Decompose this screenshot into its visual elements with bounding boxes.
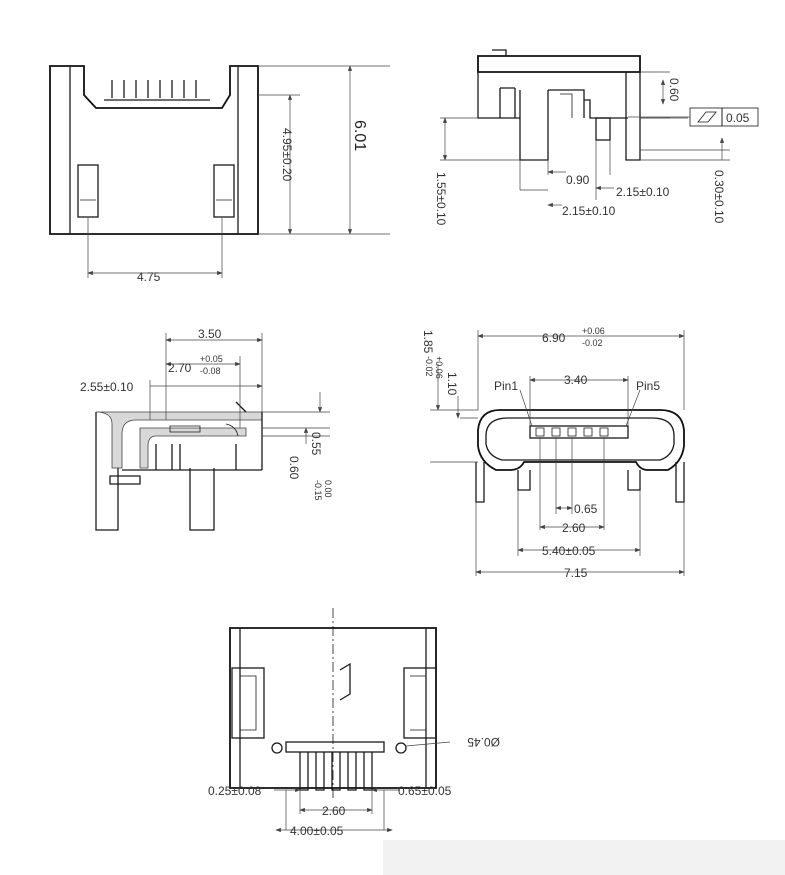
section-depth-label: 2.55±0.10 [80,380,134,394]
bottom-left-offset-label: 0.25±0.08 [208,784,262,798]
front-pin-span-label: 3.40 [564,373,588,387]
top-pin-height-label: 4.95±0.20 [280,128,294,182]
side-leg-depth-label: 1.55±0.10 [434,172,448,226]
side-tab-height-label: 0.60 [667,78,681,102]
front-width-tol-dn: -0.02 [582,338,603,348]
bottom-hole-label: Ø0.45 [467,735,500,749]
side-thickness-label: 0.30±0.10 [712,170,726,224]
front-span-540-label: 5.40±0.05 [542,544,596,558]
top-view [49,65,390,278]
section-view [95,333,330,531]
section-h2-label: 0.60 [287,456,301,480]
bottom-span-400-label: 4.00±0.05 [290,824,344,838]
bottom-span-260-label: 2.60 [322,804,346,818]
front-view [430,330,685,576]
side-view [440,49,759,208]
section-h1-tol-dn: -0.15 [313,480,323,501]
front-height-tol-dn: -0.02 [424,356,434,377]
bottom-view [229,608,451,833]
front-height-tol-up: +0.06 [434,356,444,379]
side-offset-b-label: 2.15±0.10 [562,204,616,218]
side-offset-a-label: 2.15±0.10 [616,185,670,199]
pin5-label: Pin5 [636,379,660,393]
flatness-value: 0.05 [726,111,750,125]
pin1-label: Pin1 [494,379,518,393]
footer-bar [383,840,785,875]
front-span-715-label: 7.15 [564,566,588,580]
front-span-260-label: 2.60 [562,521,586,535]
section-len2-label: 2.70 [168,361,192,375]
front-pitch-label: 0.65 [574,502,598,516]
section-h1-tol-up: 0.00 [323,480,333,498]
bottom-right-offset-label: 0.65±0.05 [398,784,452,798]
front-width-label: 6.90 [542,331,566,345]
section-h1-label: 0.55 [309,432,323,456]
side-pitch-label: 0.90 [566,173,590,187]
section-len-label: 3.50 [198,327,222,341]
top-total-height-label: 6.01 [351,120,368,151]
front-width-tol-up: +0.06 [582,326,605,336]
section-len2-tol-up: +0.05 [200,354,223,364]
top-width-label: 4.75 [137,270,161,284]
front-height-b-label: 1.10 [445,372,459,396]
front-height-label: 1.85 [421,330,435,354]
section-len2-tol-dn: -0.08 [200,366,221,376]
